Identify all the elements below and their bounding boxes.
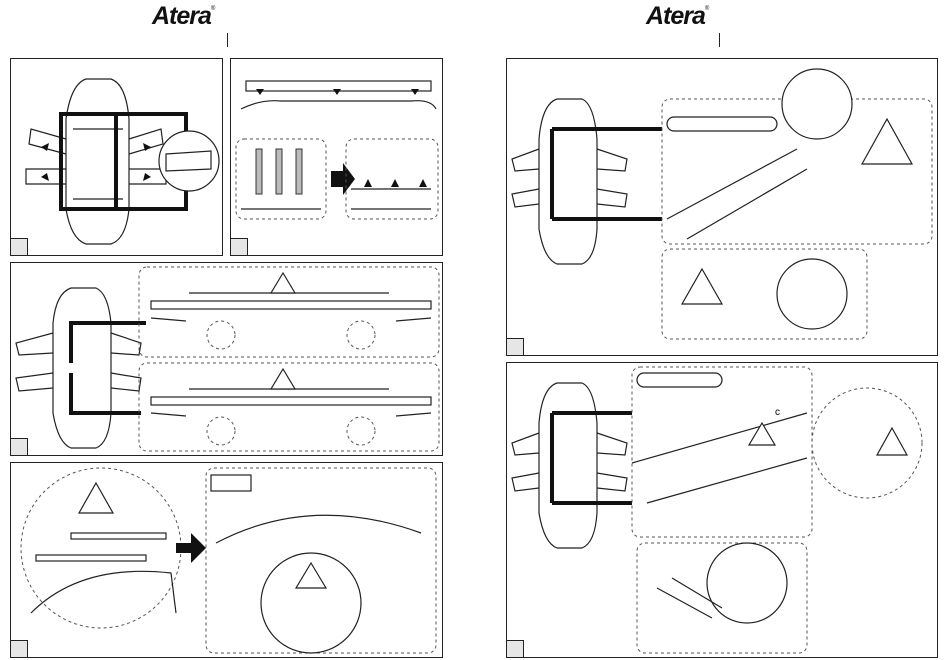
warning-icon — [271, 273, 295, 293]
rack-bar-illustration — [231, 59, 442, 255]
step-2-panel — [230, 58, 443, 256]
warning-eye-icon — [682, 269, 722, 304]
step-number-badge — [11, 640, 28, 657]
step-number-badge — [231, 238, 248, 255]
header-divider-right — [719, 33, 720, 47]
step-6-panel: c — [506, 362, 938, 658]
step-number-badge — [11, 438, 28, 455]
step-number-badge — [507, 640, 524, 657]
foot-installation-illustration — [507, 59, 937, 355]
brand-logo-right: Atera® — [646, 2, 708, 31]
arrow-right-icon — [176, 533, 206, 563]
dimension-label: c — [775, 407, 780, 418]
bar-placement-illustration — [11, 263, 442, 455]
warning-icon — [862, 119, 912, 164]
rack-outline — [61, 114, 116, 209]
car-doors-illustration — [11, 59, 222, 255]
detail-circle — [159, 131, 219, 191]
brand-logo-left: Atera® — [152, 2, 214, 31]
step-1-panel — [10, 58, 223, 256]
foot-adjustment-illustration: c — [507, 363, 937, 657]
roof-mounting-illustration — [11, 463, 442, 657]
warning-icon — [79, 483, 113, 513]
step-3-panel — [10, 262, 443, 456]
step-number-badge — [507, 338, 524, 355]
step-4-panel — [10, 462, 443, 658]
header-divider-left — [227, 33, 228, 47]
step-5-panel — [506, 58, 938, 356]
arrow-right-icon — [331, 163, 355, 195]
warning-icon — [749, 423, 775, 445]
warning-icon — [271, 369, 295, 389]
car-direction-icon — [211, 475, 251, 491]
warning-eye-icon — [877, 428, 907, 455]
step-number-badge — [11, 238, 28, 255]
